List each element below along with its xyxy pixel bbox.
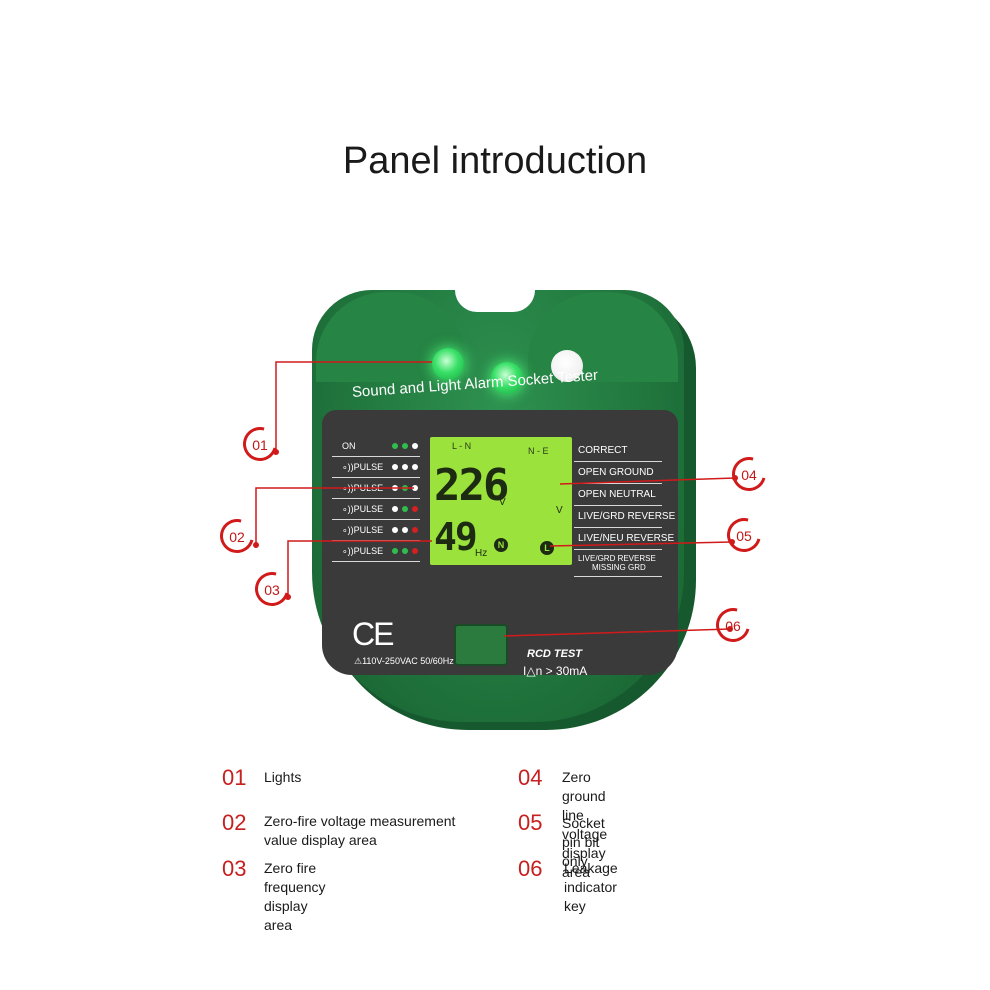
legend-number: 03 <box>222 856 247 881</box>
dot-icon <box>402 548 408 554</box>
status-row: ∘))PULSE <box>332 541 420 562</box>
leader-line-04 <box>559 477 736 485</box>
ce-mark: CE <box>352 616 394 652</box>
frequency-unit: Hz <box>475 548 488 559</box>
indicator-light-2 <box>491 362 523 394</box>
rcd-test-button[interactable] <box>454 624 508 666</box>
rcd-test-label: RCD TEST <box>527 648 582 660</box>
status-row-label: ON <box>342 441 356 451</box>
indicator-light-1 <box>432 348 464 380</box>
callout-03: 03 <box>264 582 280 598</box>
voltage-readout: 226 <box>434 460 509 511</box>
legend-number: 02 <box>222 810 247 835</box>
rcd-spec: I△n > 30mA <box>523 664 588 678</box>
dot-icon <box>392 464 398 470</box>
warning-icon: ⚠ <box>354 656 363 666</box>
leader-line-05 <box>549 541 733 547</box>
dot-icon <box>402 443 408 449</box>
status-label: LIVE/NEU REVERSE <box>574 528 674 550</box>
dot-icon <box>392 548 398 554</box>
indicator-light-3 <box>551 350 583 382</box>
dot-icon <box>412 527 418 533</box>
dot-icon <box>412 485 418 491</box>
dot-icon <box>402 506 408 512</box>
status-row: ∘))PULSE <box>332 457 420 478</box>
live-badge: L <box>540 541 554 555</box>
status-row-label: ∘))PULSE <box>342 545 384 556</box>
frequency-readout: 49 <box>434 515 478 559</box>
voltage-unit-left: V <box>499 497 506 508</box>
dot-icon <box>392 527 398 533</box>
dot-icon <box>402 527 408 533</box>
legend-text: Zero fire frequency display area <box>264 860 326 933</box>
dot-icon <box>402 464 408 470</box>
dot-icon <box>412 548 418 554</box>
legend-text: Zero ground line voltage display area <box>562 769 608 880</box>
voltage-rating: ⚠110V-250VAC 50/60Hz <box>354 656 454 666</box>
callout-02: 02 <box>229 529 245 545</box>
callout-01: 01 <box>252 437 268 453</box>
dot-icon <box>412 443 418 449</box>
dot-icon <box>392 443 398 449</box>
voltage-unit-right: V <box>556 505 563 516</box>
status-label: LIVE/GRD REVERSE MISSING GRD <box>574 550 662 577</box>
legend-text: Socket pin bit only <box>562 815 605 869</box>
status-label-line1: LIVE/GRD REVERSE <box>578 554 656 563</box>
status-legend-right: CORRECT OPEN GROUND OPEN NEUTRAL LIVE/GR… <box>574 440 675 577</box>
legend-text: Zero-fire voltage measurement value disp… <box>264 813 456 848</box>
neutral-badge: N <box>494 538 508 552</box>
leader-line-03 <box>287 540 432 597</box>
status-label: LIVE/GRD REVERSE <box>574 506 675 528</box>
status-row-label: ∘))PULSE <box>342 503 384 514</box>
leader-line-01 <box>275 361 432 452</box>
status-row: ∘))PULSE <box>332 499 420 520</box>
legend-number: 06 <box>518 856 543 881</box>
status-label: CORRECT <box>574 440 662 462</box>
legend-number: 01 <box>222 765 247 790</box>
ln-label: L - N <box>452 441 472 451</box>
callout-06: 06 <box>725 618 741 634</box>
callout-04: 04 <box>741 467 757 483</box>
status-label-line2: MISSING GRD <box>592 563 646 572</box>
callout-05: 05 <box>736 528 752 544</box>
dot-icon <box>392 506 398 512</box>
dot-icon <box>412 464 418 470</box>
legend-number: 04 <box>518 765 543 790</box>
status-label: OPEN GROUND <box>574 462 662 484</box>
leader-line-06 <box>503 628 731 637</box>
dot-icon <box>412 506 418 512</box>
status-row-label: ∘))PULSE <box>342 524 384 535</box>
ne-label: N - E <box>528 446 549 456</box>
status-row-label: ∘))PULSE <box>342 461 384 472</box>
status-row: ON <box>332 436 420 457</box>
leader-line-02 <box>255 487 414 545</box>
legend-number: 05 <box>518 810 543 835</box>
shell-notch <box>455 290 535 312</box>
legend-text: Lights <box>264 769 302 785</box>
page-title: Panel introduction <box>342 140 648 182</box>
status-label: OPEN NEUTRAL <box>574 484 662 506</box>
legend-text: Leakage indicator key <box>564 860 618 914</box>
